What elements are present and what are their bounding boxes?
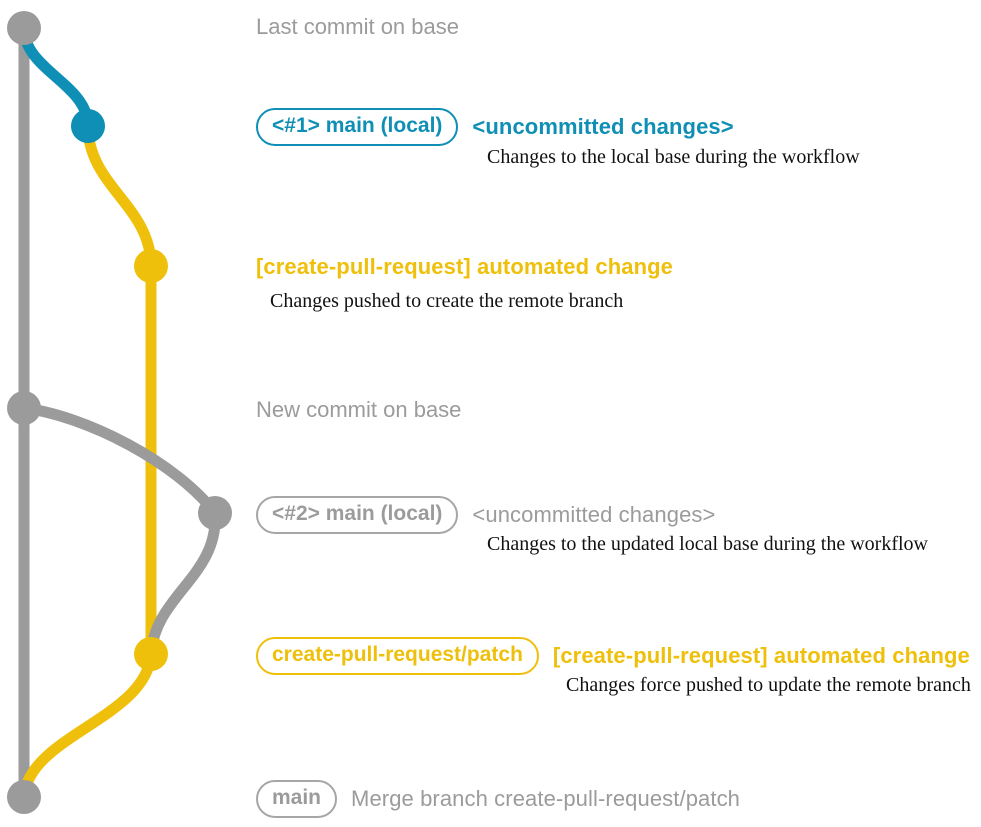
commit-message-remote-1: [create-pull-request] automated change xyxy=(256,254,673,279)
commit-nodes xyxy=(7,11,232,814)
commit-message-local-1: <uncommitted changes> xyxy=(472,114,734,140)
branch-pill-main-local-1[interactable]: <#1> main (local) xyxy=(256,108,459,147)
branch-pill-main-local-2[interactable]: <#2> main (local) xyxy=(256,496,459,535)
row-remote-commit-1: [create-pull-request] automated change xyxy=(256,254,673,280)
description-local-commit-1: Changes to the local base during the wor… xyxy=(487,146,860,168)
node-local-2 xyxy=(198,496,232,530)
label-new-commit-on-base: New commit on base xyxy=(256,397,462,422)
node-remote-1 xyxy=(134,249,168,283)
label-last-commit-on-base: Last commit on base xyxy=(256,14,459,39)
edge-base-new-to-local-2 xyxy=(18,402,221,519)
row-remote-commit-2: create-pull-request/patch [create-pull-r… xyxy=(256,637,970,676)
commit-message-merge: Merge branch create-pull-request/patch xyxy=(351,786,741,812)
edge-local-2-to-remote-2 xyxy=(145,507,221,660)
description-remote-commit-1: Changes pushed to create the remote bran… xyxy=(270,290,624,312)
commit-message-remote-2: [create-pull-request] automated change xyxy=(552,643,970,669)
node-base-last xyxy=(7,11,41,45)
branch-pill-main[interactable]: main xyxy=(256,780,338,819)
node-local-1 xyxy=(71,109,105,143)
edge-remote-2-to-merge xyxy=(18,648,157,803)
row-local-commit-1: <#1> main (local) <uncommitted changes> xyxy=(256,108,734,147)
description-remote-commit-2: Changes force pushed to update the remot… xyxy=(566,674,971,696)
commit-message-local-2: <uncommitted changes> xyxy=(472,502,716,528)
node-base-merge xyxy=(7,780,41,814)
description-local-commit-2: Changes to the updated local base during… xyxy=(487,533,928,555)
row-local-commit-2: <#2> main (local) <uncommitted changes> xyxy=(256,496,716,535)
row-merge-commit: main Merge branch create-pull-request/pa… xyxy=(256,780,741,819)
node-remote-2 xyxy=(134,637,168,671)
edge-base-to-local-1 xyxy=(18,22,94,132)
edge-local-1-to-remote-1 xyxy=(82,120,157,272)
node-base-new xyxy=(7,391,41,425)
branch-pill-create-pull-request-patch[interactable]: create-pull-request/patch xyxy=(256,637,539,676)
